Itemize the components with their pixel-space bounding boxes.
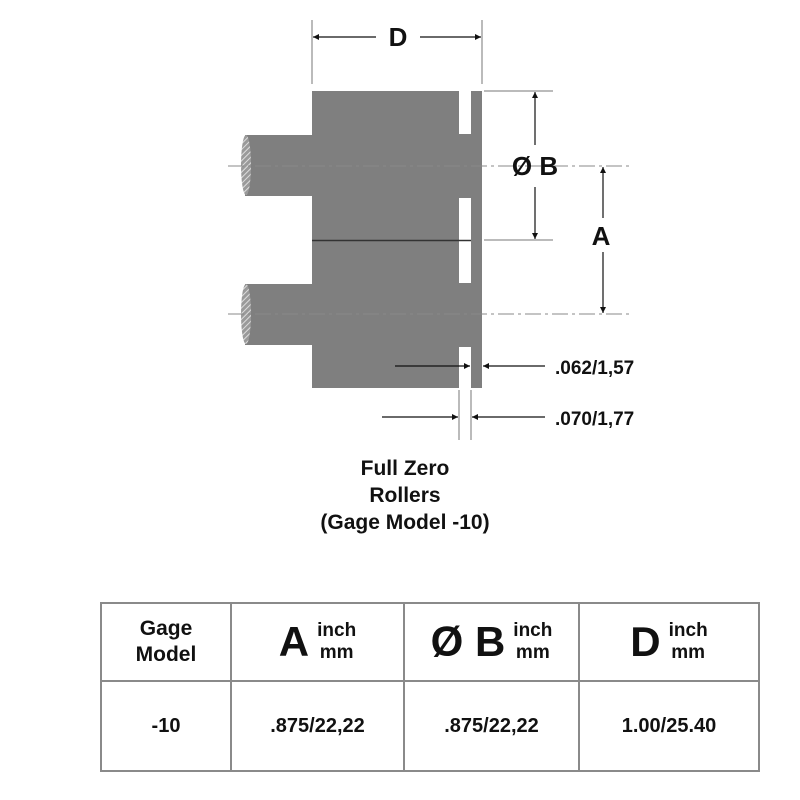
- header-label: Ø B: [430, 618, 506, 665]
- label-a: A: [592, 221, 611, 251]
- header-line: Gage: [139, 617, 193, 640]
- header-line: Model: [135, 643, 197, 666]
- cell-d: 1.00/25.40: [578, 680, 760, 772]
- caption-line: Full Zero: [360, 457, 450, 480]
- cell-a: .875/22,22: [230, 680, 405, 772]
- header-gage-model: Gage Model: [100, 602, 232, 682]
- label-gap: .070/1,77: [555, 409, 634, 430]
- diagram-caption: Full Zero Rollers (Gage Model -10): [255, 455, 555, 536]
- label-d: D: [389, 22, 408, 52]
- unit-mm: mm: [671, 642, 706, 663]
- caption-line: Rollers: [369, 484, 441, 507]
- caption-line: (Gage Model -10): [320, 511, 490, 534]
- unit-inch: inch: [668, 620, 708, 641]
- zero-plate: [471, 91, 482, 388]
- hub-bottom: [459, 283, 471, 347]
- unit-inch: inch: [317, 620, 357, 641]
- unit-inch: inch: [513, 620, 553, 641]
- unit-mm: mm: [515, 642, 550, 663]
- table-row: -10 .875/22,22 .875/22,22 1.00/25.40: [100, 680, 760, 772]
- label-plate-thickness: .062/1,57: [555, 358, 634, 379]
- unit-mm: mm: [319, 642, 354, 663]
- centerlines: [228, 165, 630, 315]
- header-label: D: [630, 618, 661, 665]
- cell-gage-model: -10: [100, 680, 232, 772]
- label-b: Ø B: [512, 151, 558, 181]
- cell-b: .875/22,22: [403, 680, 580, 772]
- header-label: A: [278, 618, 310, 665]
